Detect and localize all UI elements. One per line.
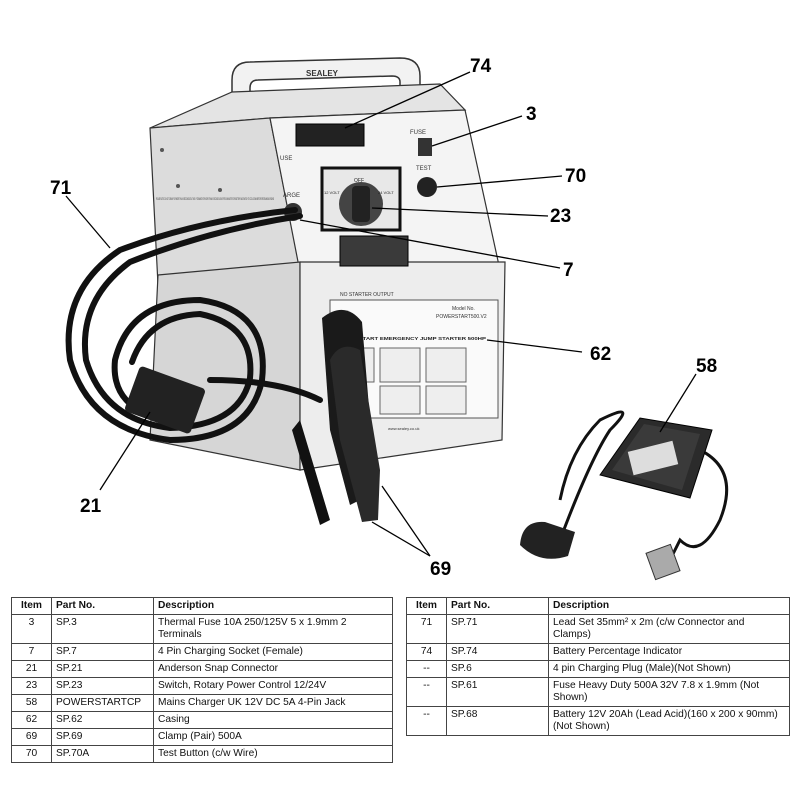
callout-69: 69	[430, 559, 451, 580]
part-no-cell: SP.23	[51, 677, 154, 695]
part-no-cell: SP.70A	[51, 745, 154, 763]
description-cell: Battery 12V 20Ah (Lead Acid)(160 x 200 x…	[548, 706, 790, 736]
header-item: Item	[406, 597, 447, 615]
item-cell: 21	[11, 660, 52, 678]
charge-label: ARGE	[283, 193, 300, 199]
part-no-cell: SP.74	[446, 643, 549, 661]
table-header-row: Item Part No. Description	[406, 597, 790, 615]
model-number: POWERSTART500.V2	[436, 314, 487, 320]
volt-24-label: 24 VOLT	[378, 190, 394, 195]
item-cell: 23	[11, 677, 52, 695]
part-no-cell: SP.71	[446, 614, 549, 644]
part-no-cell: SP.69	[51, 728, 154, 746]
callout-62: 62	[590, 344, 611, 365]
volt-12-label: 12 VOLT	[324, 190, 340, 195]
item-cell: --	[406, 706, 447, 736]
item-cell: 71	[406, 614, 447, 644]
description-cell: Switch, Rotary Power Control 12/24V	[153, 677, 393, 695]
header-part-no: Part No.	[51, 597, 154, 615]
part-no-cell: SP.68	[446, 706, 549, 736]
switch-off-label: OFF	[354, 178, 364, 184]
description-cell: Test Button (c/w Wire)	[153, 745, 393, 763]
test-label: TEST	[416, 166, 432, 172]
product-name: POWERSTART EMERGENCY JUMP STARTER 500HP	[336, 336, 486, 341]
description-cell: Clamp (Pair) 500A	[153, 728, 393, 746]
callout-71: 71	[50, 178, 72, 199]
fuse-label: FUSE	[410, 130, 426, 136]
fuse-label-left: USE	[280, 156, 292, 162]
item-cell: 70	[11, 745, 52, 763]
jump-starter-unit	[149, 57, 506, 471]
item-cell: 7	[11, 643, 52, 661]
description-cell: Casing	[153, 711, 393, 729]
item-cell: 62	[11, 711, 52, 729]
item-cell: --	[406, 660, 447, 678]
model-label: Model No.	[452, 306, 475, 312]
no-starter-label: NO STARTER OUTPUT	[340, 292, 394, 298]
callout-23: 23	[550, 206, 571, 227]
part-no-cell: SP.6	[446, 660, 549, 678]
table-header-row: Item Part No. Description	[11, 597, 393, 615]
callout-74: 74	[470, 56, 492, 77]
part-no-cell: SP.21	[51, 660, 154, 678]
part-no-cell: SP.7	[51, 643, 154, 661]
header-item: Item	[11, 597, 52, 615]
header-part-no: Part No.	[446, 597, 549, 615]
callout-7: 7	[563, 260, 574, 281]
brand-label: SEALEY	[306, 69, 339, 78]
description-cell: 4 Pin Charging Socket (Female)	[153, 643, 393, 661]
lead-set	[65, 207, 323, 444]
clamps	[292, 309, 380, 525]
callout-58: 58	[696, 356, 717, 377]
website-label: www.sealey.co.uk	[388, 426, 420, 431]
item-cell: 69	[11, 728, 52, 746]
part-no-cell: SP.3	[51, 614, 154, 644]
item-cell: --	[406, 677, 447, 707]
description-cell: Lead Set 35mm² x 2m (c/w Connector and C…	[548, 614, 790, 644]
description-cell: 4 pin Charging Plug (Male)(Not Shown)	[548, 660, 790, 678]
leader-lines	[65, 71, 697, 557]
callout-3: 3	[526, 104, 537, 125]
description-cell: Thermal Fuse 10A 250/125V 5 x 1.9mm 2 Te…	[153, 614, 393, 644]
part-no-cell: SP.62	[51, 711, 154, 729]
description-cell: Anderson Snap Connector	[153, 660, 393, 678]
product-figure: SEALEY FUSE USE TEST ARGE OFF 12 VOLT 24…	[50, 56, 729, 581]
mains-charger	[520, 410, 729, 581]
description-cell: Fuse Heavy Duty 500A 32V 7.8 x 1.9mm (No…	[548, 677, 790, 707]
description-cell: Battery Percentage Indicator	[548, 643, 790, 661]
warning-text: PLEASE NOTE: DO NOT CRANK FOR MORE THAN …	[156, 197, 274, 201]
item-cell: 3	[11, 614, 52, 644]
callout-70: 70	[565, 166, 586, 187]
callout-21: 21	[80, 496, 102, 517]
description-cell: Mains Charger UK 12V DC 5A 4-Pin Jack	[153, 694, 393, 712]
item-cell: 58	[11, 694, 52, 712]
part-no-cell: POWERSTARTCP	[51, 694, 154, 712]
header-description: Description	[548, 597, 790, 615]
anderson-connector	[125, 366, 205, 434]
item-cell: 74	[406, 643, 447, 661]
part-no-cell: SP.61	[446, 677, 549, 707]
header-description: Description	[153, 597, 393, 615]
